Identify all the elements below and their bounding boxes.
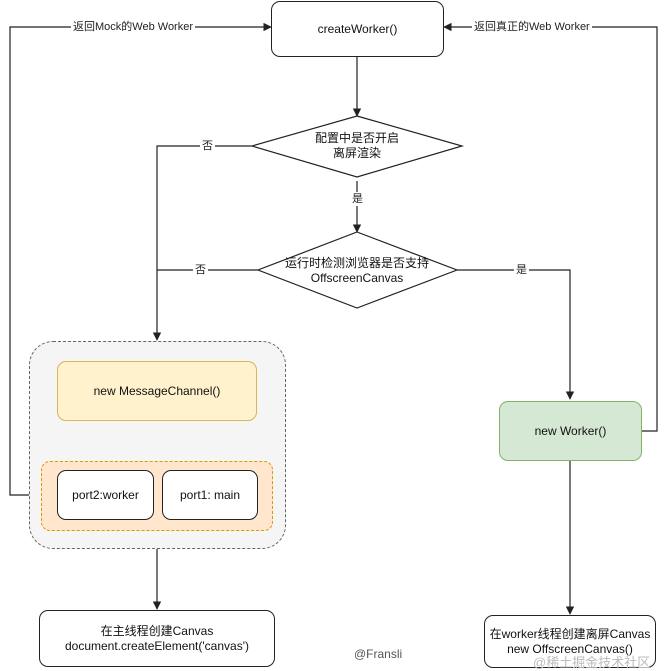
edge-runtime-yes (457, 269, 575, 400)
decision-config-node: 配置中是否开启 离屏渲染 (290, 128, 424, 164)
main-canvas-line2: document.createElement('canvas') (64, 638, 249, 653)
decision-runtime-node: 运行时检测浏览器是否支持 OffscreenCanvas (272, 254, 442, 288)
worker-canvas-node: 在worker线程创建离屏Canvas new OffscreenCanvas(… (484, 615, 656, 668)
edge-label-return-real: 返回真正的Web Worker (472, 20, 592, 34)
edge-config-no (152, 145, 252, 341)
main-canvas-node: 在主线程创建Canvas document.createElement('can… (39, 610, 275, 667)
decision-config-line1: 配置中是否开启 (314, 131, 399, 145)
author-watermark: @Fransli (354, 647, 403, 661)
port1-label: port1: main (179, 487, 241, 502)
edge-label-runtime-no: 否 (193, 263, 208, 277)
new-worker-label: new Worker() (534, 423, 607, 438)
port2-node: port2:worker (57, 470, 154, 520)
decision-runtime-shape (256, 231, 459, 309)
new-worker-node: new Worker() (499, 401, 642, 461)
message-channel-label: new MessageChannel() (93, 383, 221, 398)
edge-label-config-no: 否 (200, 139, 215, 153)
edge-label-config-yes: 是 (350, 192, 365, 206)
decision-runtime-line1: 运行时检测浏览器是否支持 (284, 256, 429, 270)
decision-config-line2: 离屏渲染 (332, 146, 381, 160)
worker-canvas-line2: new OffscreenCanvas() (507, 641, 633, 656)
site-watermark: @稀土掘金技术社区 (533, 655, 651, 670)
create-worker-label: createWorker() (317, 21, 398, 36)
worker-canvas-line1: 在worker线程创建离屏Canvas (489, 626, 651, 641)
edge-label-return-mock: 返回Mock的Web Worker (71, 20, 196, 34)
main-canvas-line1: 在主线程创建Canvas (100, 623, 214, 638)
message-channel-node: new MessageChannel() (57, 361, 257, 421)
edge-label-runtime-yes: 是 (514, 263, 529, 277)
port2-label: port2:worker (72, 487, 139, 502)
decision-runtime-line2: OffscreenCanvas (310, 271, 404, 285)
edge-return-real (443, 22, 658, 432)
create-worker-node: createWorker() (271, 1, 444, 57)
port1-node: port1: main (162, 470, 258, 520)
decision-config-shape (249, 115, 465, 178)
